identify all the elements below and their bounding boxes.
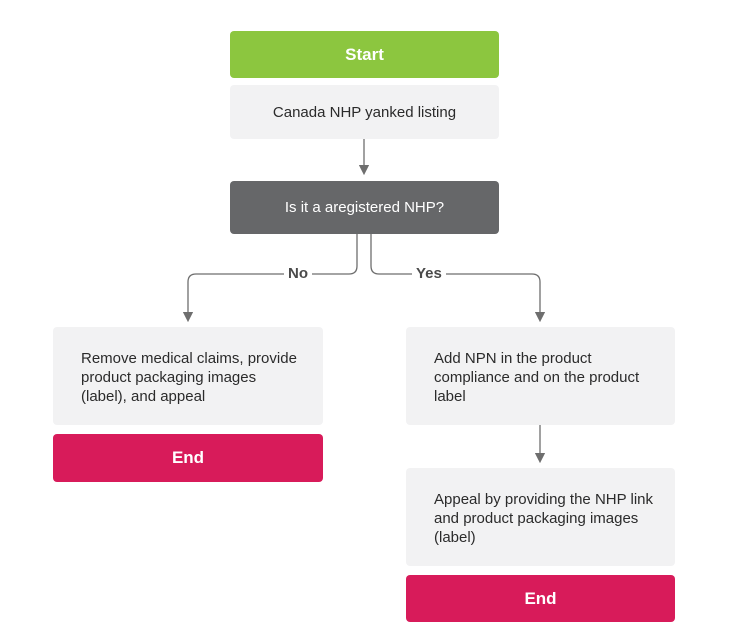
branch-label-no-text: No (288, 265, 308, 282)
no-branch-step-node: Remove medical claims, provide product p… (53, 327, 323, 425)
no-branch-end-node: End (53, 434, 323, 482)
branch-label-no: No (284, 265, 312, 283)
decision-label: Is it a aregistered NHP? (284, 199, 445, 216)
branch-label-yes: Yes (412, 265, 446, 283)
branch-label-yes-text: Yes (416, 265, 442, 282)
start-label: Start (345, 44, 384, 64)
no-branch-end-label: End (171, 448, 205, 467)
yes-branch-end-node: End (406, 575, 675, 622)
no-branch-step-label: Remove medical claims, provide product p… (81, 350, 297, 405)
yes-branch-step1-label: Add NPN in the product compliance and on… (434, 350, 640, 405)
connector-decision-to-no (182, 234, 358, 323)
yes-branch-end-label: End (524, 588, 557, 608)
yes-branch-step1-node: Add NPN in the product compliance and on… (406, 327, 675, 425)
trigger-label: Canada NHP yanked listing (272, 103, 457, 121)
yes-branch-step2-node: Appeal by providing the NHP link and pro… (406, 468, 675, 566)
decision-node: Is it a aregistered NHP? (230, 181, 499, 234)
yes-branch-step2-label: Appeal by providing the NHP link and pro… (434, 491, 654, 546)
connector-decision-to-yes (370, 234, 546, 323)
start-node: Start (230, 31, 499, 78)
trigger-node: Canada NHP yanked listing (230, 85, 499, 139)
